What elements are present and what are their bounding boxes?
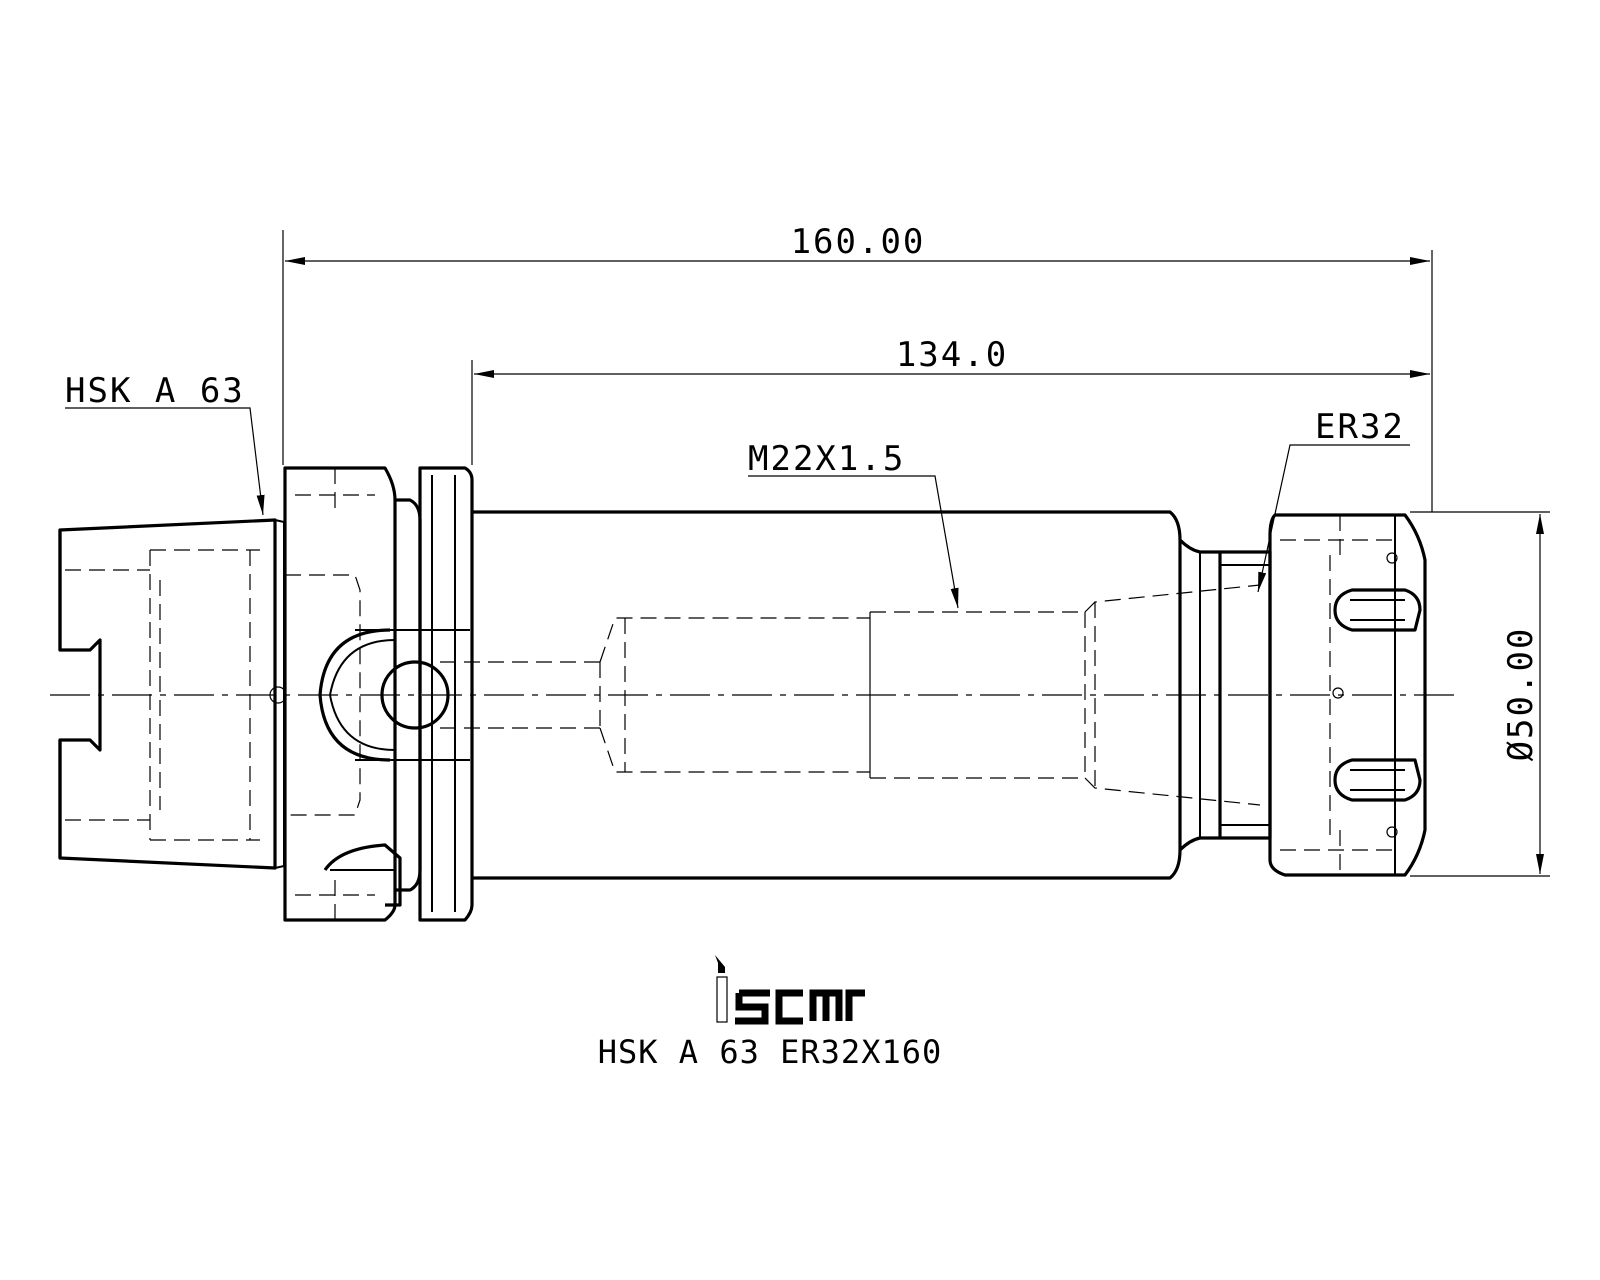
callout-shank-text: HSK A 63 [65,371,245,411]
callout-thread: M22X1.5 [748,439,959,609]
callout-thread-text: M22X1.5 [748,439,905,479]
iscar-logo-icon [715,955,865,1025]
flange [283,466,600,922]
main-body [472,510,1272,880]
dim-diameter-text: Ø50.00 [1501,627,1541,762]
dimension-diameter: Ø50.00 [1501,514,1544,874]
callout-collet: ER32 [1257,407,1410,593]
dim-overall-length-text: 160.00 [791,222,926,262]
dimension-overall-length: 160.00 [285,222,1430,265]
callout-collet-text: ER32 [1315,407,1405,447]
hsk-taper-shank [58,518,287,870]
dimension-body-length: 134.0 [474,335,1430,378]
callout-shank: HSK A 63 [65,371,265,516]
extension-lines [282,230,1550,877]
part-name-title: HSK A 63 ER32X160 [598,1033,943,1071]
dim-body-length-text: 134.0 [896,335,1008,375]
collet-nut [1268,513,1427,877]
